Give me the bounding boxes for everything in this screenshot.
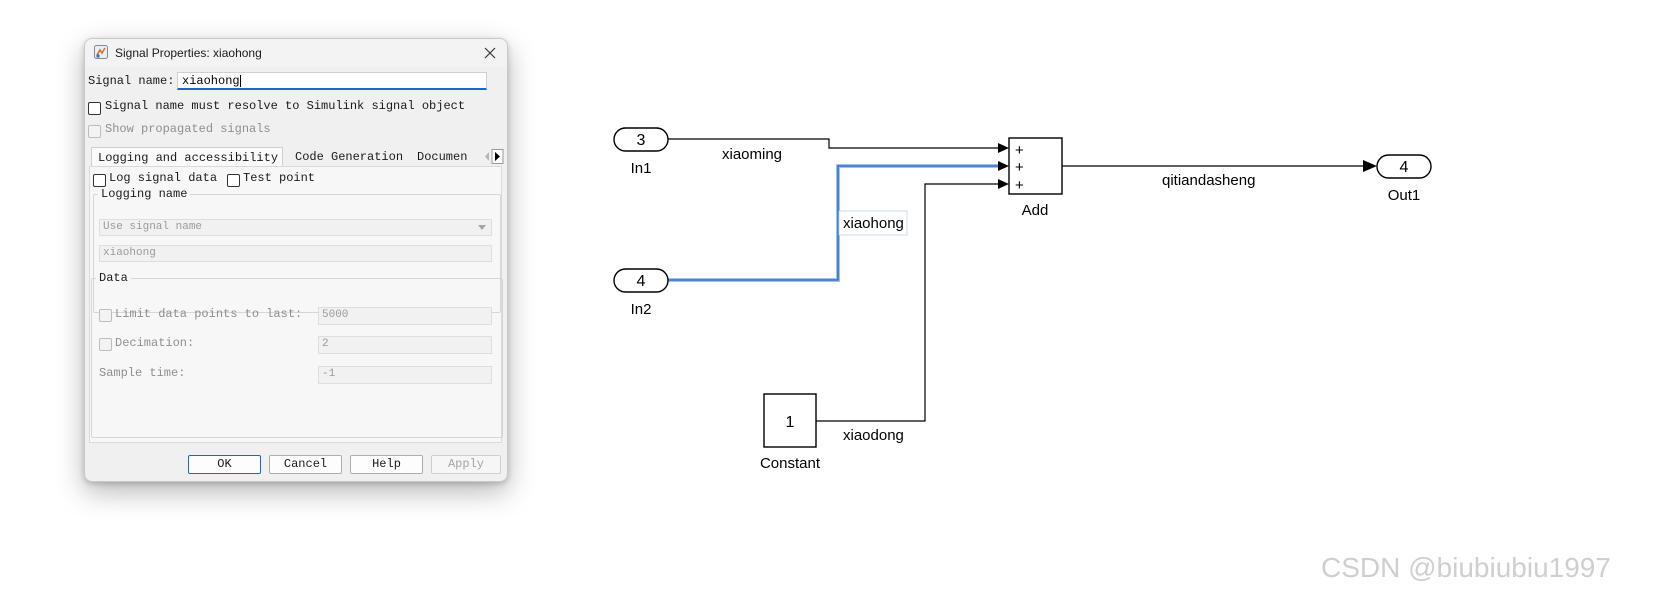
add-sign-3: + <box>1015 177 1024 194</box>
inport-in1-label: In1 <box>631 160 652 177</box>
tab-logging-and-accessibility[interactable]: Logging and accessibility <box>91 147 283 167</box>
inport-in2-label: In2 <box>631 301 652 318</box>
add-sign-2: + <box>1015 159 1024 176</box>
sample-time-label: Sample time: <box>99 366 186 380</box>
tab-documentation[interactable]: Documen <box>417 150 468 164</box>
tab-panel-logging <box>89 166 502 443</box>
data-group: Data <box>91 271 503 438</box>
watermark: CSDN @biubiubiu1997 <box>1321 552 1611 583</box>
limit-data-points-label: Limit data points to last: <box>115 307 303 321</box>
close-icon[interactable] <box>473 39 507 67</box>
test-point-checkbox[interactable] <box>227 174 240 187</box>
decimation-label: Decimation: <box>115 336 195 350</box>
signal-line-xiaohong-highlight <box>668 164 998 282</box>
signal-label-xiaoming[interactable]: xiaoming <box>722 146 782 163</box>
outport-out1-label: Out1 <box>1388 187 1421 204</box>
outport-out1[interactable]: 4 <box>1376 154 1432 179</box>
arrow-head-input3 <box>998 179 1009 189</box>
limit-data-points-checkbox <box>99 309 112 322</box>
signal-name-input[interactable]: xiaohong <box>177 72 487 90</box>
logging-name-field: xiaohong <box>99 245 492 262</box>
signal-line-xiaohong[interactable] <box>668 165 998 281</box>
signal-name-label: Signal name: <box>88 74 175 88</box>
sample-time-field: -1 <box>318 366 492 384</box>
logging-name-mode-select: Use signal name <box>99 219 492 236</box>
outport-out1-number: 4 <box>1400 159 1409 176</box>
add-block[interactable]: + + + <box>1008 137 1063 195</box>
decimation-field: 2 <box>318 336 492 354</box>
add-sign-1: + <box>1015 142 1024 159</box>
test-point-label: Test point <box>243 171 316 185</box>
signal-line-xiaoming[interactable] <box>668 138 998 149</box>
data-legend: Data <box>99 271 128 285</box>
signal-name-value: xiaohong <box>182 74 240 88</box>
ok-button[interactable]: OK <box>188 455 261 474</box>
signal-label-qitiandasheng[interactable]: qitiandasheng <box>1162 172 1255 189</box>
decimation-checkbox <box>99 338 112 351</box>
tab-scroll-right-icon[interactable] <box>495 152 500 161</box>
log-signal-data-checkbox[interactable] <box>93 174 106 187</box>
add-label: Add <box>1022 202 1049 219</box>
signal-properties-dialog: Signal Properties: xiaohong Signal name:… <box>84 38 508 482</box>
dialog-titlebar[interactable]: Signal Properties: xiaohong <box>85 39 507 67</box>
tab-scroll-arrows[interactable] <box>482 149 504 164</box>
constant-value: 1 <box>786 414 795 431</box>
show-propagated-label: Show propagated signals <box>105 122 271 136</box>
signal-label-xiaohong-box <box>838 210 908 236</box>
inport-in2[interactable]: 4 <box>613 268 669 293</box>
tab-code-generation[interactable]: Code Generation <box>295 150 404 164</box>
logging-name-legend: Logging name <box>101 187 188 201</box>
log-signal-data-label: Log signal data <box>109 171 218 185</box>
show-propagated-checkbox <box>88 125 101 138</box>
inport-in1[interactable]: 3 <box>613 127 669 152</box>
constant-label: Constant <box>760 455 821 472</box>
chevron-down-icon <box>478 225 486 230</box>
arrow-head-input2 <box>998 161 1009 171</box>
arrow-head-input1 <box>998 143 1009 153</box>
resolve-signal-object-checkbox[interactable] <box>88 102 101 115</box>
apply-button: Apply <box>431 455 501 474</box>
limit-data-points-field: 5000 <box>318 307 492 325</box>
signal-line-xiaodong[interactable] <box>816 183 998 422</box>
tab-scroll-left-icon[interactable] <box>485 152 489 161</box>
constant-block[interactable]: 1 <box>763 393 817 448</box>
signal-label-xiaodong[interactable]: xiaodong <box>843 427 904 444</box>
resolve-signal-object-label: Signal name must resolve to Simulink sig… <box>105 99 466 113</box>
help-button[interactable]: Help <box>350 455 423 474</box>
simulink-app-icon <box>94 45 108 59</box>
inport-in1-number: 3 <box>637 132 646 149</box>
inport-in2-number: 4 <box>637 273 646 290</box>
tab-bar: Logging and accessibility Code Generatio… <box>91 147 504 167</box>
cancel-button[interactable]: Cancel <box>269 455 342 474</box>
logging-name-mode-value: Use signal name <box>103 221 203 233</box>
logging-name-group: Logging name <box>93 187 501 313</box>
signal-label-xiaohong[interactable]: xiaohong <box>843 215 904 232</box>
arrow-head-out1 <box>1363 160 1377 172</box>
dialog-title: Signal Properties: xiaohong <box>115 46 262 60</box>
text-caret <box>239 74 241 87</box>
